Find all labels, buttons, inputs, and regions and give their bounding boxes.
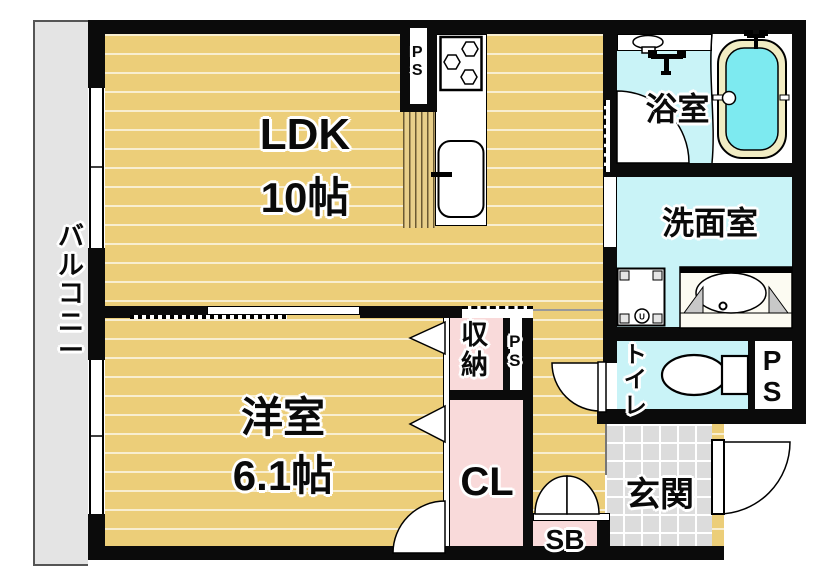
room-storage	[450, 318, 503, 390]
room-shoebox	[533, 520, 597, 546]
kitchen-counter	[435, 34, 487, 226]
ps-top-shaft	[410, 28, 427, 104]
washroom-doorway	[603, 177, 617, 247]
ldk-size-label: 10帖	[260, 174, 350, 221]
toilet-doorway	[603, 363, 617, 409]
wall	[88, 20, 806, 34]
western-room-label: 洋室	[240, 394, 325, 441]
washroom-label: 洗面室	[661, 205, 758, 241]
room-entry	[605, 424, 712, 546]
toilet-label: トイレ	[623, 341, 647, 418]
western-room-window	[89, 360, 104, 514]
wall	[503, 318, 510, 400]
wall	[603, 327, 792, 341]
shoebox-door-strip	[533, 513, 610, 521]
entry-step-line	[605, 424, 607, 475]
wall	[792, 20, 806, 424]
room-balcony	[33, 20, 88, 566]
balcony-label: バルコニー	[57, 221, 84, 366]
kitchen-cabinet	[403, 112, 437, 228]
closet-door-face	[443, 318, 450, 546]
closet-label: CL	[460, 460, 514, 504]
shoebox-label: SB	[545, 524, 585, 555]
wall	[88, 20, 105, 88]
ps-right-label: PS	[762, 345, 782, 407]
wall	[523, 400, 533, 546]
wall	[603, 163, 792, 177]
entry-label: 玄関	[626, 476, 694, 514]
storage-label: 収納	[461, 320, 489, 380]
ps-top-label: PS	[411, 44, 423, 79]
bath-label: 浴室	[645, 91, 710, 127]
ps-mid-space	[510, 318, 522, 390]
wall	[748, 341, 755, 409]
western-room-size-label: 6.1帖	[232, 452, 334, 499]
wall	[88, 546, 724, 560]
storage-top-opening	[462, 306, 533, 318]
dashed-wall-segment	[604, 100, 610, 172]
wall	[603, 247, 617, 341]
ps-mid-label: PS	[509, 332, 521, 370]
wall	[88, 248, 105, 360]
sliding-door-track	[130, 315, 287, 319]
wall	[597, 513, 610, 546]
wall	[603, 341, 617, 363]
wall	[597, 409, 806, 424]
exterior-area	[724, 424, 837, 586]
hall-opening-line	[533, 309, 603, 311]
wall	[443, 390, 533, 400]
ps-right-space	[755, 341, 792, 409]
wall	[360, 306, 462, 318]
ldk-label: LDK	[259, 110, 351, 159]
ldk-window	[89, 88, 104, 248]
wall	[522, 306, 533, 400]
room-closet	[450, 400, 523, 546]
sliding-door-leaf	[207, 306, 360, 315]
